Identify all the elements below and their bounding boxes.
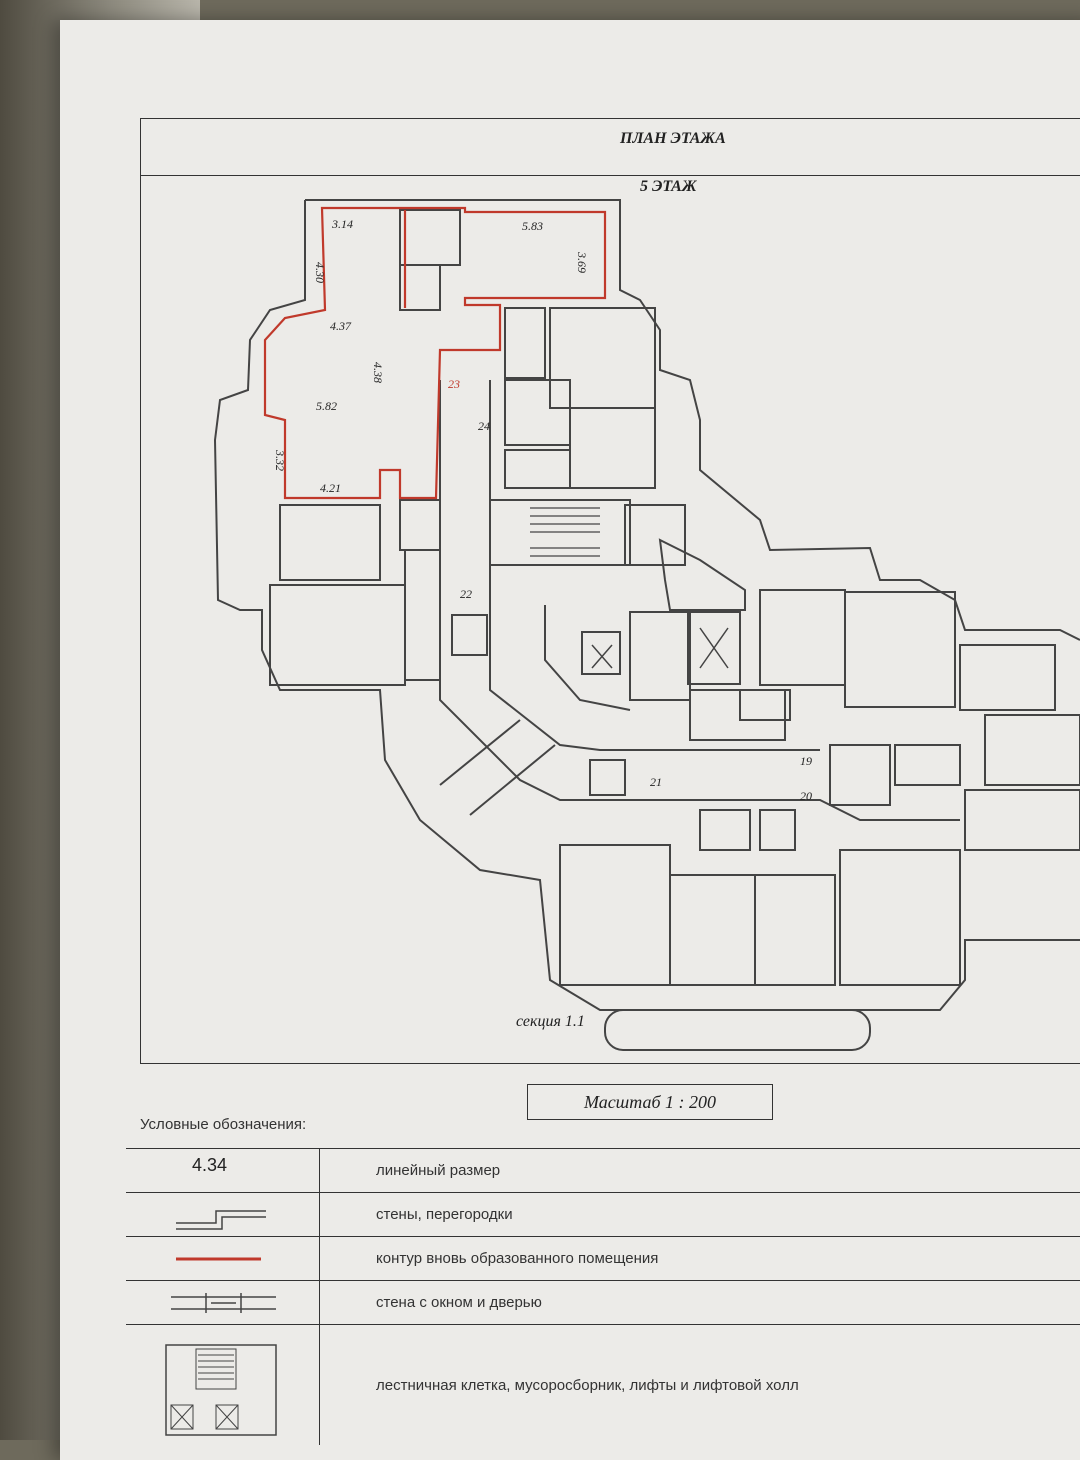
wall-room: [839, 849, 961, 986]
wall-room: [754, 874, 836, 986]
dim-3-69: 3.69: [575, 251, 589, 273]
wall-room: [399, 264, 441, 311]
legend-row-walls: стены, перегородки: [126, 1193, 1080, 1237]
room-23: 23: [448, 377, 460, 391]
dim-4-21: 4.21: [320, 481, 341, 495]
legend-text: стены, перегородки: [376, 1206, 513, 1223]
wall-room: [959, 644, 1056, 711]
legend-row-stairs: лестничная клетка, мусоросборник, лифты …: [126, 1325, 1080, 1445]
dim-3-32: 3.32: [273, 449, 287, 471]
wall-room: [629, 611, 691, 701]
elevator-block: [687, 611, 741, 685]
corridor-wall: [489, 380, 820, 751]
room-22: 22: [460, 587, 472, 601]
wall-room: [504, 449, 571, 489]
wall-room: [699, 809, 751, 851]
contour-outline: [263, 206, 607, 500]
room-24: 24: [478, 419, 490, 433]
wall-room: [399, 499, 441, 551]
legend-text: стена с окном и дверью: [376, 1294, 542, 1311]
wall-room: [451, 614, 488, 656]
new-room-contour: [263, 206, 607, 500]
balcony: [604, 1009, 871, 1051]
legend-text: лестничная клетка, мусоросборник, лифты …: [376, 1376, 799, 1394]
dim-3-14: 3.14: [331, 217, 353, 231]
contour-symbol: [176, 1257, 261, 1261]
window-door-symbol: [171, 1293, 276, 1313]
wall-room: [399, 209, 461, 266]
wall-room: [894, 744, 961, 786]
walls: [213, 199, 1080, 1051]
floor-plan: 3.14 4.30 5.83 3.69 4.37 4.38 5.82 3.32 …: [213, 199, 1080, 1051]
wall-room: [569, 407, 656, 489]
wall-room: [964, 789, 1080, 851]
dim-4-38: 4.38: [371, 362, 385, 383]
legend-symbol: [126, 1281, 320, 1324]
wall-room: [404, 549, 441, 681]
paper-sheet: [60, 20, 1080, 1460]
legend-symbol: [126, 1237, 320, 1280]
legend-sample-size: 4.34: [192, 1155, 228, 1175]
wall-room: [504, 307, 546, 379]
wall-room: [759, 589, 846, 686]
dim-5-82: 5.82: [316, 399, 337, 413]
outer-wall-top: [305, 199, 1080, 641]
corridor-wall: [544, 605, 631, 711]
wall-room: [829, 744, 891, 806]
room-21: 21: [650, 775, 662, 789]
corridor-wall: [439, 380, 960, 821]
legend-symbol: [126, 1325, 320, 1445]
wall-room: [984, 714, 1080, 786]
walls-symbol: [176, 1210, 266, 1230]
wall-room: [549, 307, 656, 409]
wall-room: [504, 379, 571, 446]
floor-label: 5 ЭТАЖ: [640, 178, 697, 195]
room-20: 20: [800, 789, 812, 803]
wall-room: [759, 809, 796, 851]
legend-title: Условные обозначения:: [140, 1116, 307, 1133]
elevator-block: [581, 631, 621, 675]
wall-room: [844, 591, 956, 708]
wall-room: [279, 504, 381, 581]
wall-room: [669, 874, 756, 986]
section-label: секция 1.1: [516, 1013, 585, 1030]
drawing-frame: [140, 118, 1080, 1064]
dim-4-37: 4.37: [330, 319, 352, 333]
wall-room: [739, 689, 791, 721]
legend-text: линейный размер: [376, 1162, 501, 1179]
wall-room: [559, 844, 671, 986]
legend-table: 4.34 линейный размер стены, перегородки …: [126, 1148, 1080, 1445]
legend-row-contour: контур вновь образованного помещения: [126, 1237, 1080, 1281]
scale-box: Масштаб 1 : 200: [527, 1084, 773, 1120]
legend-row-window-door: стена с окном и дверью: [126, 1281, 1080, 1325]
plan-title: ПЛАН ЭТАЖА: [620, 130, 726, 147]
stairwell-symbol: [165, 1344, 277, 1436]
legend-text: контур вновь образованного помещения: [376, 1250, 659, 1267]
wall-room: [589, 759, 626, 796]
stair-treads: [530, 507, 600, 557]
legend-symbol: 4.34: [126, 1149, 320, 1192]
legend-row-dimension: 4.34 линейный размер: [126, 1149, 1080, 1193]
room-19: 19: [800, 754, 812, 768]
dim-5-83: 5.83: [522, 219, 543, 233]
corridor-wall: [439, 719, 556, 816]
elevator-cross: [591, 644, 613, 669]
legend-symbol: [126, 1193, 320, 1236]
wall-room: [624, 504, 686, 566]
elevator-crosses: [591, 627, 729, 669]
wall-room: [689, 689, 786, 741]
wall-room: [269, 584, 406, 686]
dim-4-30: 4.30: [313, 262, 327, 283]
wall-room: [658, 538, 746, 611]
header-band: [140, 118, 1080, 176]
elevator-cross: [699, 627, 729, 669]
